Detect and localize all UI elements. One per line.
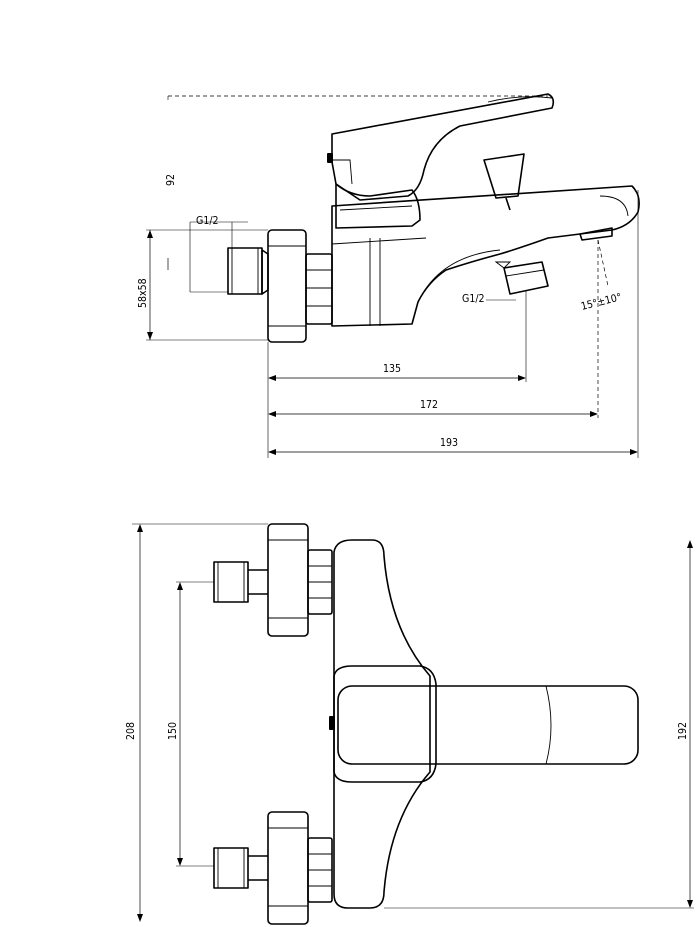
side-view-dimension-lines [146,95,639,458]
height-92-label: 92 [165,174,177,186]
mixer-body [331,185,640,327]
top-inlet [213,523,333,637]
inlet-connector [227,247,269,295]
spray-angle-label: 15°±10° [580,291,623,313]
aerator [579,227,613,241]
bottom-inlet [213,811,333,925]
wall-flange [267,229,307,343]
spout-outlet [494,261,549,295]
inlet-spacing-label: 150 [167,722,179,740]
inlet-thread-label: G1/2 [196,215,219,227]
front-body [329,539,437,909]
diverter-knob [483,153,525,211]
hex-nut [305,253,333,325]
flange-size-label: 58x58 [137,278,149,308]
dim-172-label: 172 [420,399,438,411]
outlet-thread-label: G1/2 [462,293,485,305]
dim-193-label: 193 [440,437,458,449]
dim-135-label: 135 [383,363,401,375]
lever-handle [327,93,555,229]
side-view: 92 G1/2 58x58 G1/2 15°±10° 135 172 193 [137,93,640,458]
front-view-dimension-lines [132,523,694,922]
front-lever [337,685,639,765]
total-height-label: 208 [125,722,137,740]
body-height-label: 192 [677,722,689,740]
front-view: 208 150 192 [125,523,694,925]
